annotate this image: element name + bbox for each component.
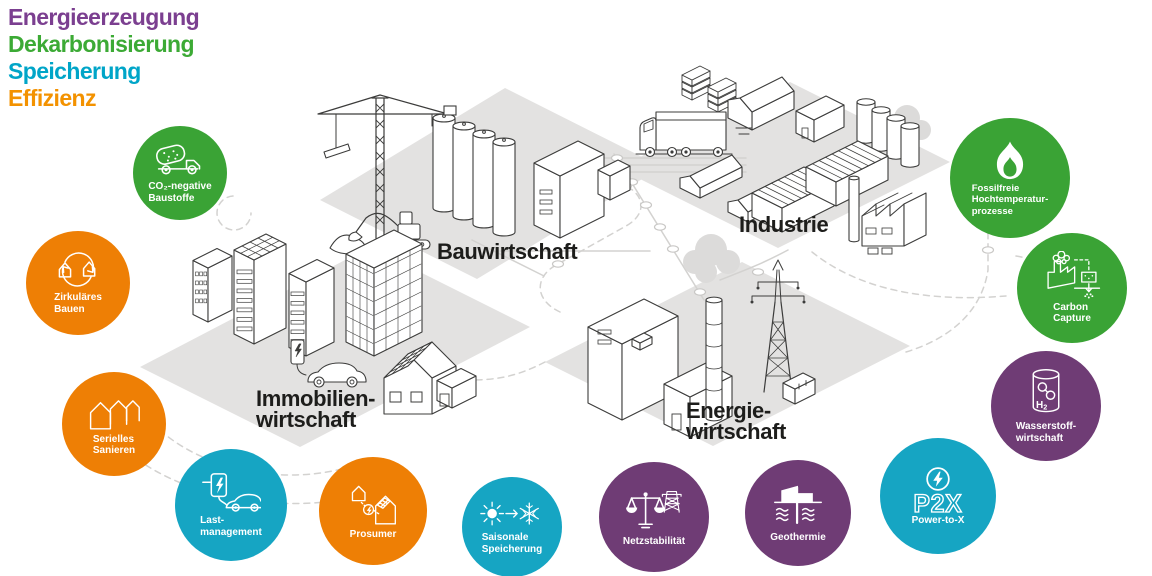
circle-geothermie: Geothermie — [745, 460, 851, 566]
h2-tank-icon: H2 — [1032, 369, 1060, 413]
truck — [635, 111, 753, 158]
row-houses-icon — [89, 400, 140, 430]
circle-icon-wrap — [52, 250, 104, 289]
circle-saisonale-speicherung: Saisonale Speicherung — [462, 477, 562, 576]
circle-icon-wrap: H2 — [1026, 367, 1066, 418]
circle-lastmanagement: Last- management — [175, 449, 287, 561]
circle-co2-negative-baustoffe: CO₂-negative Baustoffe — [133, 126, 227, 220]
circle-icon-wrap — [154, 141, 206, 178]
circle-netzstabilitaet: Netzstabilität — [599, 462, 709, 572]
legend-item-speicherung: Speicherung — [8, 58, 141, 84]
sector-label-industrie: Industrie — [739, 212, 829, 237]
circle-label: Last- management — [200, 515, 262, 539]
circle-label: Zirkuläres Bauen — [54, 292, 102, 315]
scales-pylon-icon — [626, 491, 682, 529]
excavator — [329, 211, 431, 255]
circular-houses-icon — [58, 252, 96, 287]
circle-icon-wrap — [992, 139, 1028, 183]
svg-text:H2: H2 — [1036, 400, 1047, 412]
solar-house — [383, 341, 477, 415]
sector-label-energiewirtschaft: Energie- wirtschaft — [686, 398, 786, 444]
circle-label: Carbon Capture — [1053, 301, 1091, 325]
electric-car — [307, 362, 367, 388]
circle-icon-wrap — [87, 391, 141, 431]
bolt-icon — [926, 466, 950, 491]
svg-text:P2X: P2X — [914, 491, 963, 517]
sector-label-immobilienwirtschaft: Immobilien- wirtschaft — [256, 386, 376, 432]
circle-icon-wrap — [925, 466, 951, 492]
geothermal-icon — [774, 486, 822, 525]
ev-charging-station — [290, 339, 307, 376]
circle-label: Fossilfreie Hochtemperatur- prozesse — [971, 183, 1049, 217]
circle-label: Prosumer — [349, 528, 397, 540]
tower-crane — [317, 94, 457, 239]
circle-icon-wrap — [480, 498, 544, 529]
circle-icon-wrap — [772, 482, 824, 528]
circle-label: Wasserstoff- wirtschaft — [1015, 421, 1077, 444]
sun-snowflake-icon — [480, 501, 539, 526]
transformer — [782, 372, 816, 405]
circle-icon-wrap — [348, 481, 398, 526]
chimney — [705, 296, 723, 422]
city-buildings — [192, 229, 423, 357]
circle-label: Power-to-X — [911, 514, 965, 526]
flame-icon — [996, 141, 1024, 180]
circle-icon-wrap — [201, 471, 261, 512]
sawtooth-factory — [848, 175, 927, 255]
circle-serielles-sanieren: Serielles Sanieren — [62, 372, 166, 476]
industrial-buildings — [679, 65, 920, 233]
circle-label: CO₂-negative Baustoffe — [148, 181, 212, 205]
circle-label: Netzstabilität — [622, 535, 686, 547]
circle-fossilfreie-hochtemperaturprozesse: Fossilfreie Hochtemperatur- prozesse — [950, 118, 1070, 238]
circle-prosumer: Prosumer — [319, 457, 427, 565]
circle-icon-wrap — [626, 486, 682, 533]
p2x-outline-text: P2X — [913, 490, 963, 517]
prosumer-icon — [351, 485, 396, 525]
mixer-truck-icon — [155, 144, 201, 175]
circle-zirkulaeres-bauen: Zirkuläres Bauen — [26, 231, 130, 335]
sector-label-bauwirtschaft: Bauwirtschaft — [437, 239, 578, 264]
legend-item-dekarbonisierung: Dekarbonisierung — [8, 31, 195, 57]
circle-label: Serielles Sanieren — [92, 433, 136, 457]
circle-label: Geothermie — [770, 531, 826, 543]
transmission-tower — [750, 259, 806, 393]
circle-icon-wrap — [1041, 250, 1103, 299]
carbon-capture-icon — [1047, 250, 1101, 299]
circle-carbon-capture: Carbon Capture — [1017, 233, 1127, 343]
circle-label: Saisonale Speicherung — [481, 532, 543, 556]
construction-site — [432, 113, 631, 239]
legend-item-energieerzeugung: Energieerzeugung — [8, 4, 200, 30]
platform-immobilienwirtschaft — [140, 247, 530, 447]
ev-charging-icon — [202, 473, 261, 512]
legend-item-effizienz: Effizienz — [8, 85, 96, 111]
